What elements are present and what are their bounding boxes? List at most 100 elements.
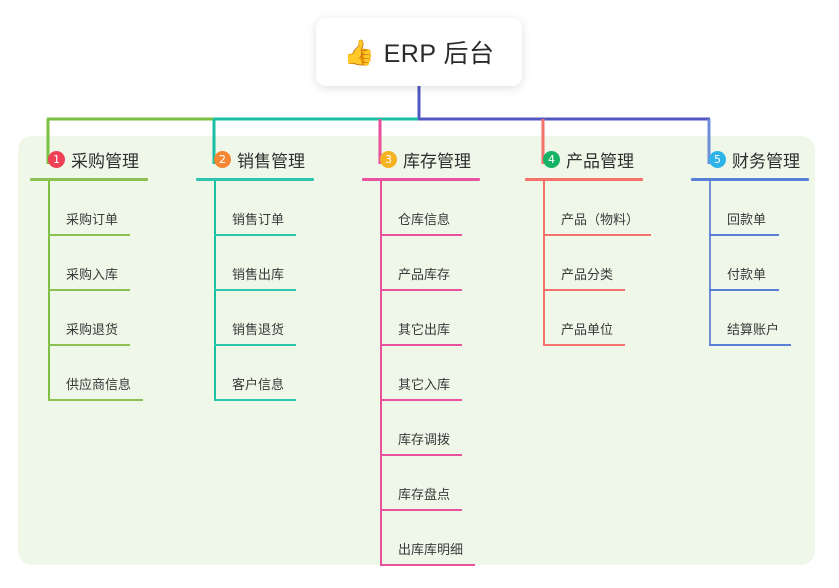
- leaf-list: 回款单付款单结算账户: [691, 181, 839, 346]
- branch-underline: [362, 178, 480, 181]
- branch-header-3[interactable]: 3 库存管理: [362, 146, 512, 172]
- branch-underline: [30, 178, 148, 181]
- leaf-label: 销售出库: [232, 267, 285, 282]
- leaf-underline: [543, 234, 651, 236]
- branch-title: 产品管理: [566, 151, 634, 171]
- branch-underline: [525, 178, 643, 181]
- branch-number-badge: 3: [380, 150, 397, 168]
- leaf-underline: [380, 289, 462, 291]
- leaf-node[interactable]: 库存盘点: [380, 456, 512, 511]
- leaf-label: 库存调拨: [398, 432, 451, 447]
- leaf-label: 客户信息: [232, 377, 285, 392]
- leaf-label: 采购入库: [66, 267, 119, 282]
- branch-header-2[interactable]: 2 销售管理: [196, 146, 346, 172]
- leaf-node[interactable]: 供应商信息: [48, 346, 180, 401]
- branch-number-badge: 4: [543, 150, 560, 168]
- leaf-node[interactable]: 其它出库: [380, 291, 512, 346]
- leaf-label: 回款单: [727, 212, 767, 227]
- branch-title: 财务管理: [732, 151, 800, 171]
- leaf-underline: [380, 344, 462, 346]
- branch-number-badge: 1: [48, 150, 65, 168]
- branch-title: 库存管理: [403, 151, 471, 171]
- leaf-node[interactable]: 其它入库: [380, 346, 512, 401]
- diagram-background-panel: [18, 136, 815, 565]
- leaf-node[interactable]: 仓库信息: [380, 181, 512, 236]
- leaf-underline: [709, 234, 779, 236]
- leaf-node[interactable]: 产品单位: [543, 291, 680, 346]
- branch-column-3: 3 库存管理仓库信息产品库存其它出库其它入库库存调拨库存盘点出库库明细: [362, 146, 512, 566]
- leaf-node[interactable]: 出库库明细: [380, 511, 512, 566]
- leaf-label: 采购退货: [66, 322, 119, 337]
- leaf-underline: [214, 289, 296, 291]
- leaf-node[interactable]: 回款单: [709, 181, 839, 236]
- leaf-list: 仓库信息产品库存其它出库其它入库库存调拨库存盘点出库库明细: [362, 181, 512, 566]
- leaf-list: 采购订单采购入库采购退货供应商信息: [30, 181, 180, 401]
- leaf-label: 采购订单: [66, 212, 119, 227]
- root-title: ERP 后台: [383, 40, 495, 68]
- leaf-underline: [709, 344, 791, 346]
- branch-title: 销售管理: [237, 151, 305, 171]
- branch-column-2: 2 销售管理销售订单销售出库销售退货客户信息: [196, 146, 346, 401]
- leaf-label: 销售订单: [232, 212, 285, 227]
- leaf-node[interactable]: 采购订单: [48, 181, 180, 236]
- leaf-label: 产品（物料）: [561, 212, 640, 227]
- leaf-node[interactable]: 结算账户: [709, 291, 839, 346]
- leaf-spine: [709, 181, 711, 346]
- leaf-label: 产品分类: [561, 267, 614, 282]
- branch-column-5: 5 财务管理回款单付款单结算账户: [691, 146, 839, 346]
- branch-column-4: 4 产品管理产品（物料） 产品分类产品单位: [525, 146, 680, 346]
- leaf-underline: [214, 344, 296, 346]
- leaf-underline: [380, 399, 462, 401]
- leaf-underline: [543, 344, 625, 346]
- branch-header-5[interactable]: 5 财务管理: [691, 146, 839, 172]
- leaf-label: 销售退货: [232, 322, 285, 337]
- leaf-label: 供应商信息: [66, 377, 132, 392]
- leaf-label: 出库库明细: [398, 542, 464, 557]
- leaf-spine: [380, 181, 382, 566]
- branch-underline: [196, 178, 314, 181]
- leaf-underline: [214, 234, 296, 236]
- leaf-label: 产品单位: [561, 322, 614, 337]
- branch-number-badge: 5: [709, 150, 726, 168]
- leaf-node[interactable]: 产品（物料）: [543, 181, 680, 236]
- branch-header-4[interactable]: 4 产品管理: [525, 146, 680, 172]
- leaf-list: 产品（物料） 产品分类产品单位: [525, 181, 680, 346]
- leaf-underline: [380, 234, 462, 236]
- leaf-underline: [214, 399, 296, 401]
- leaf-label: 付款单: [727, 267, 767, 282]
- leaf-node[interactable]: 销售订单: [214, 181, 346, 236]
- leaf-spine: [48, 181, 50, 401]
- branch-title: 采购管理: [71, 151, 139, 171]
- leaf-label: 仓库信息: [398, 212, 451, 227]
- leaf-label: 结算账户: [727, 322, 780, 337]
- branch-number-badge: 2: [214, 150, 231, 168]
- leaf-underline: [48, 234, 130, 236]
- leaf-node[interactable]: 销售出库: [214, 236, 346, 291]
- leaf-spine: [214, 181, 216, 401]
- leaf-node[interactable]: 采购退货: [48, 291, 180, 346]
- root-node[interactable]: 👍 ERP 后台: [316, 18, 522, 86]
- branch-column-1: 1 采购管理采购订单采购入库采购退货供应商信息: [30, 146, 180, 401]
- leaf-list: 销售订单销售出库销售退货客户信息: [196, 181, 346, 401]
- leaf-label: 其它入库: [398, 377, 451, 392]
- leaf-node[interactable]: 产品分类: [543, 236, 680, 291]
- leaf-node[interactable]: 客户信息: [214, 346, 346, 401]
- leaf-label: 其它出库: [398, 322, 451, 337]
- leaf-underline: [48, 399, 143, 401]
- leaf-underline: [48, 344, 130, 346]
- leaf-node[interactable]: 采购入库: [48, 236, 180, 291]
- branch-underline: [691, 178, 809, 181]
- leaf-underline: [709, 289, 779, 291]
- thumbs-up-icon: 👍: [343, 37, 375, 67]
- leaf-node[interactable]: 库存调拨: [380, 401, 512, 456]
- leaf-node[interactable]: 销售退货: [214, 291, 346, 346]
- branch-columns: 1 采购管理采购订单采购入库采购退货供应商信息 2 销售管理销售订单销售出库销售退货客…: [0, 146, 839, 576]
- leaf-underline: [48, 289, 130, 291]
- leaf-label: 产品库存: [398, 267, 451, 282]
- leaf-spine: [543, 181, 545, 346]
- leaf-underline: [543, 289, 625, 291]
- branch-header-1[interactable]: 1 采购管理: [30, 146, 180, 172]
- leaf-node[interactable]: 付款单: [709, 236, 839, 291]
- leaf-node[interactable]: 产品库存: [380, 236, 512, 291]
